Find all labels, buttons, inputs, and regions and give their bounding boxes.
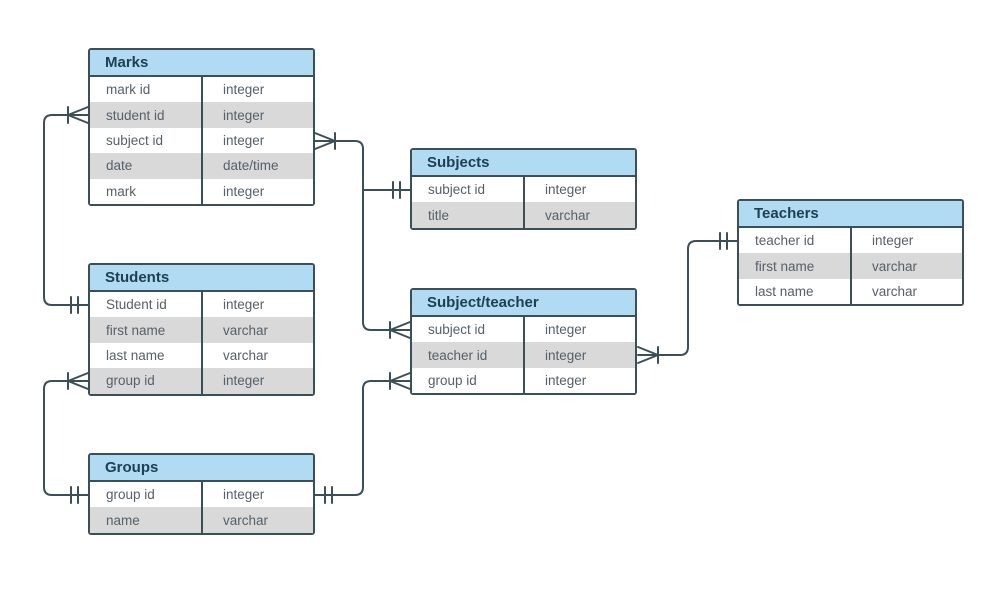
field-type: varchar [872,283,918,299]
table-header-subjects[interactable]: Subjects [412,150,635,177]
field-name: mark [106,183,136,199]
field-type: varchar [545,207,591,223]
table-body: Student id integer first name varchar last n… [90,292,313,394]
connector-marks-subject-teacher[interactable] [314,140,411,331]
column-divider [201,292,203,394]
column-divider [523,177,525,228]
connector-students-groups[interactable] [43,380,89,496]
field-type: integer [223,132,265,148]
field-type: integer [223,107,265,123]
field-type: integer [545,347,587,363]
field-name: Student id [106,297,167,313]
table-marks[interactable]: Marks mark id integer student id integer subj… [88,48,315,206]
table-header-marks[interactable]: Marks [90,50,313,77]
field-name: teacher id [428,347,488,363]
crows-foot-many-icon [314,132,336,150]
field-name: date [106,158,133,174]
table-row[interactable]: group id integer [90,482,313,508]
cardinality-one-icon [324,486,333,504]
field-type: integer [223,487,265,503]
connector-marks-students[interactable] [43,114,89,306]
cardinality-one-icon [70,296,79,314]
table-header-students[interactable]: Students [90,265,313,292]
field-type: integer [223,183,265,199]
table-subject-teacher[interactable]: Subject/teacher subject id integer teacher … [410,288,637,396]
column-divider [523,317,525,394]
field-name: title [428,207,450,223]
field-name: first name [106,322,166,338]
crows-foot-many-icon [389,321,411,339]
field-name: name [106,512,140,528]
field-type: varchar [872,258,918,274]
crows-foot-many-icon [389,372,411,390]
field-type: integer [223,82,265,98]
field-name: subject id [428,182,486,198]
table-subjects[interactable]: Subjects subject id integer title varchar [410,148,637,230]
field-name: group id [106,373,155,389]
cardinality-one-icon [719,232,728,250]
field-name: last name [755,283,814,299]
field-name: subject id [428,322,486,338]
table-header-subject-teacher[interactable]: Subject/teacher [412,290,635,317]
table-title: Groups [105,459,159,476]
table-groups[interactable]: Groups group id integer name varchar [88,453,315,535]
field-type: integer [223,297,265,313]
field-type: date/time [223,158,279,174]
field-name: mark id [106,82,151,98]
field-type: varchar [223,322,269,338]
field-name: student id [106,107,165,123]
table-header-teachers[interactable]: Teachers [739,201,962,228]
field-name: group id [428,372,477,388]
crows-foot-many-icon [67,106,89,124]
field-type: integer [223,373,265,389]
field-name: teacher id [755,233,815,249]
crows-foot-many-icon [637,346,659,364]
crows-foot-many-icon [67,372,89,390]
field-type: integer [545,372,587,388]
connector-groups-subject-teacher[interactable] [314,380,411,496]
field-type: integer [872,233,914,249]
table-body: subject id integer teacher id integer group … [412,317,635,394]
field-type: integer [545,322,587,338]
column-divider [201,77,203,204]
field-type: integer [545,182,587,198]
table-header-groups[interactable]: Groups [90,455,313,482]
field-name: first name [755,258,815,274]
field-name: group id [106,487,155,503]
table-title: Subjects [427,154,490,171]
table-body: subject id integer title varchar [412,177,635,228]
table-title: Subject/teacher [427,294,539,311]
column-divider [201,482,203,533]
field-type: varchar [223,512,269,528]
table-title: Students [105,269,170,286]
connector-subject-teacher-teachers[interactable] [637,240,738,356]
table-title: Teachers [754,205,819,222]
field-type: varchar [223,347,269,363]
cardinality-one-icon [392,181,401,199]
field-name: last name [106,347,165,363]
cardinality-one-icon [70,486,79,504]
table-body: mark id integer student id integer subject i… [90,77,313,204]
table-body: group id integer name varchar [90,482,313,533]
table-teachers[interactable]: Teachers teacher id integer first name varch… [737,199,964,307]
field-name: subject id [106,132,164,148]
table-title: Marks [105,54,149,71]
table-body: teacher id integer first name varchar last n… [739,228,962,305]
column-divider [850,228,852,305]
